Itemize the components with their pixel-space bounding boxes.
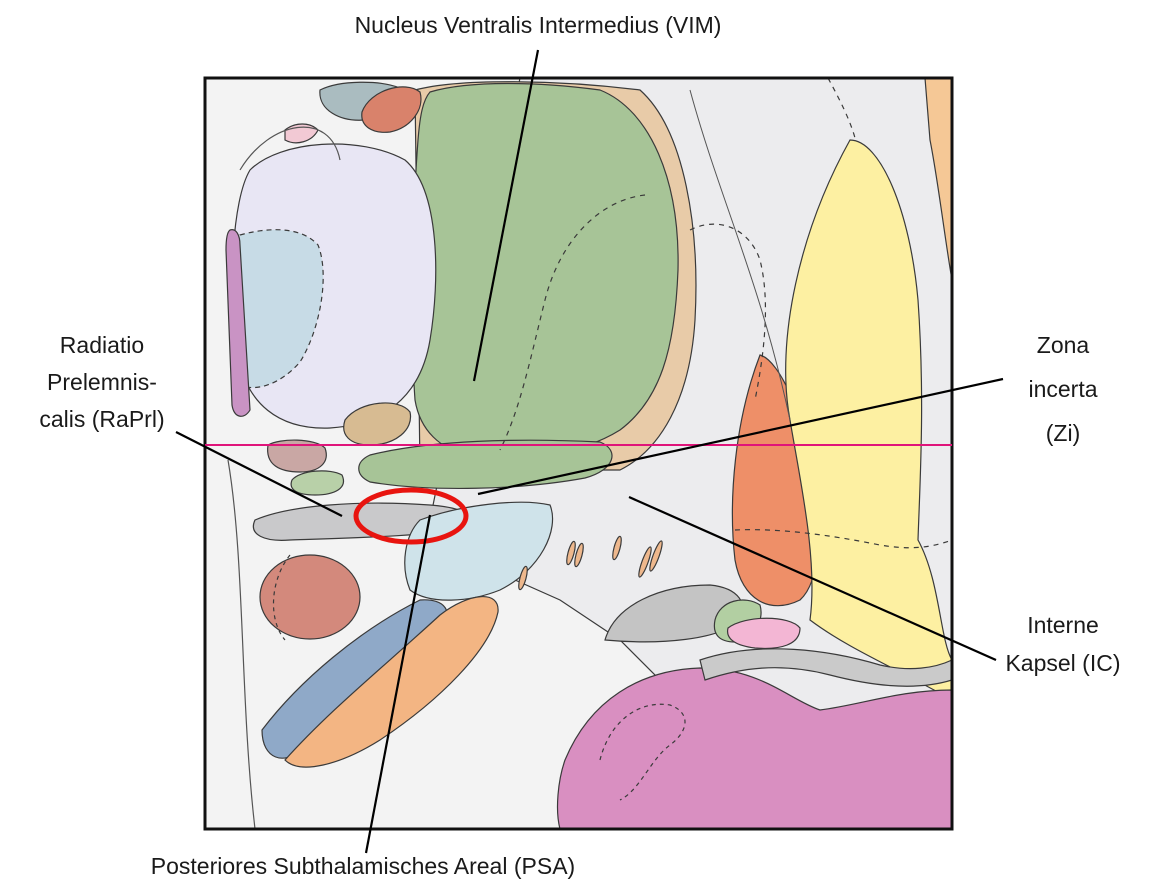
pink-lower-blob (728, 618, 800, 648)
zi-label-line2: incerta (1028, 376, 1097, 402)
raprl-label-line1: Radiatio (60, 332, 144, 358)
raprl-label-line3: calis (RaPrl) (39, 406, 164, 432)
vim-region (412, 84, 678, 458)
atlas-panel (205, 78, 952, 829)
vim-label: Nucleus Ventralis Intermedius (VIM) (355, 12, 722, 38)
small-green-blob (291, 471, 343, 495)
ic-label-line1: Interne (1027, 612, 1099, 638)
raprl-label-line2: Prelemnis- (47, 369, 157, 395)
ic-label-line2: Kapsel (IC) (1005, 650, 1120, 676)
zi-label-line3: (Zi) (1046, 420, 1080, 446)
psa-label: Posteriores Subthalamisches Areal (PSA) (151, 853, 575, 879)
red-nucleus (260, 555, 360, 639)
zi-label-line1: Zona (1037, 332, 1090, 358)
